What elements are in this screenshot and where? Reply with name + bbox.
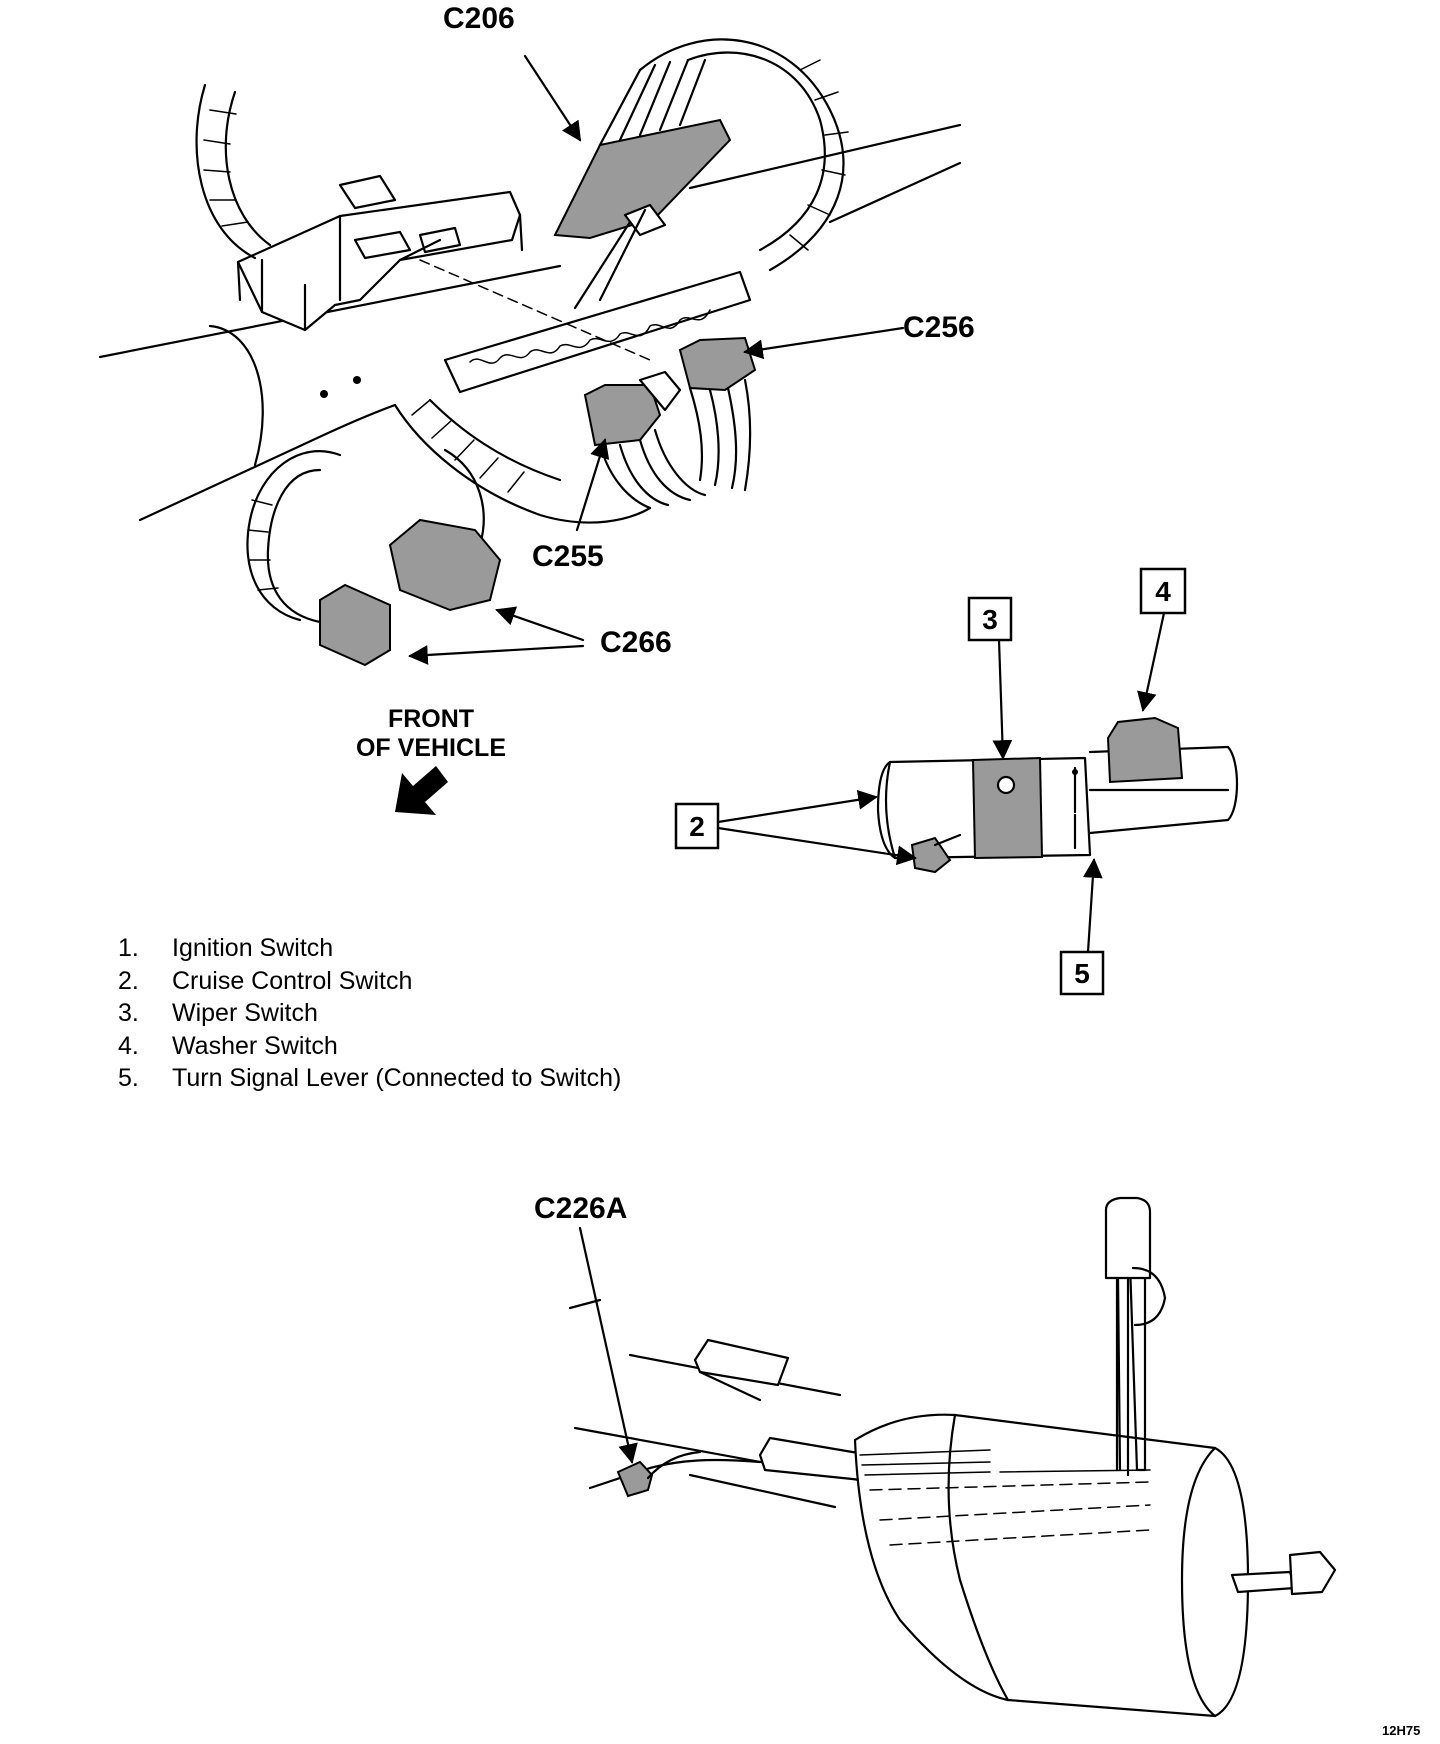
- switch-box-3-label: 3: [982, 604, 998, 635]
- legend-item-label: Turn Signal Lever (Connected to Switch): [172, 1064, 622, 1092]
- legend-list: 1. Ignition Switch 2. Cruise Control Switc…: [118, 932, 621, 1095]
- legend-item-label: Ignition Switch: [172, 934, 334, 962]
- switch-box-5-label: 5: [1074, 958, 1090, 989]
- callout-c266: C266: [600, 626, 672, 659]
- switch-box-5: [1059, 950, 1105, 996]
- steering-column-top: [98, 38, 962, 667]
- legend-item: 4. Washer Switch: [118, 1030, 621, 1063]
- multifunction-switch: [876, 716, 1239, 874]
- legend-item: 5. Turn Signal Lever (Connected to Switch…: [118, 1062, 621, 1095]
- legend-item-label: Washer Switch: [172, 1031, 338, 1060]
- switch-box-2: [674, 802, 720, 850]
- legend-item-index: 3.: [118, 999, 139, 1027]
- callout-c255: C255: [532, 540, 604, 573]
- switch-box-3: [967, 596, 1013, 642]
- callout-c256: C256: [903, 311, 975, 344]
- front-of-vehicle-line2: OF VEHICLE: [356, 734, 506, 762]
- steering-column-bottom: [568, 1196, 1337, 1718]
- legend-item-index: 4.: [118, 1031, 139, 1060]
- switch-box-4-label: 4: [1155, 576, 1171, 607]
- legend-item-label: Wiper Switch: [172, 999, 318, 1027]
- arrow-down-left-icon: [395, 766, 448, 815]
- legend-item: 3. Wiper Switch: [118, 997, 621, 1030]
- front-of-vehicle-line1: FRONT: [388, 705, 474, 733]
- legend-item: 1. Ignition Switch: [118, 932, 621, 965]
- legend-item-label: Cruise Control Switch: [172, 966, 413, 995]
- legend-item: 2. Cruise Control Switch: [118, 965, 621, 998]
- switch-box-2-label: 2: [689, 811, 705, 842]
- legend-item-index: 2.: [118, 966, 139, 995]
- legend-item-index: 1.: [118, 934, 139, 962]
- figure-code: 12H75: [1382, 1723, 1420, 1738]
- callout-c226a: C226A: [534, 1192, 627, 1225]
- legend-item-index: 5.: [118, 1064, 139, 1092]
- callout-c206: C206: [443, 2, 515, 35]
